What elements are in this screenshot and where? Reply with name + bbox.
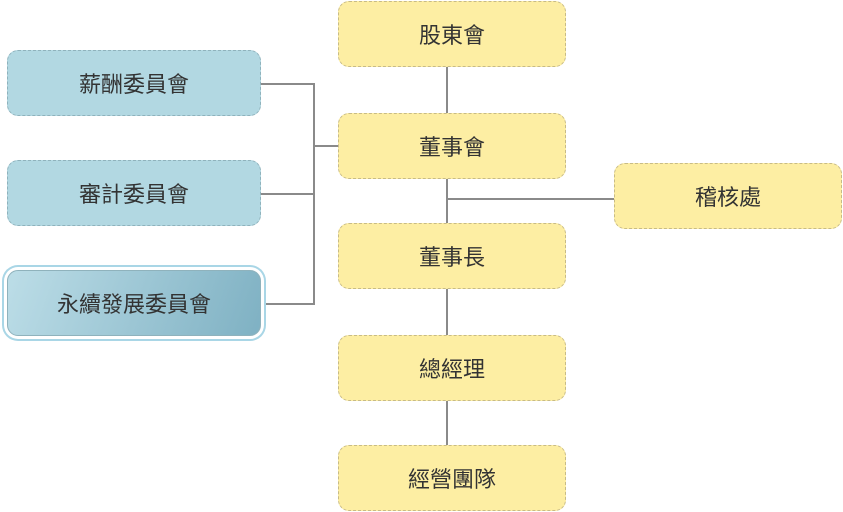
node-audit-committee[interactable]: 審計委員會	[7, 160, 261, 226]
node-general-manager[interactable]: 總經理	[338, 335, 566, 401]
node-sustainability-committee[interactable]: 永續發展委員會	[7, 270, 261, 336]
node-compensation-committee[interactable]: 薪酬委員會	[7, 50, 261, 116]
node-audit-office[interactable]: 稽核處	[614, 163, 842, 229]
node-management-team[interactable]: 經營團隊	[338, 445, 566, 511]
node-board[interactable]: 董事會	[338, 113, 566, 179]
node-chairman[interactable]: 董事長	[338, 223, 566, 289]
node-shareholders[interactable]: 股東會	[338, 1, 566, 67]
